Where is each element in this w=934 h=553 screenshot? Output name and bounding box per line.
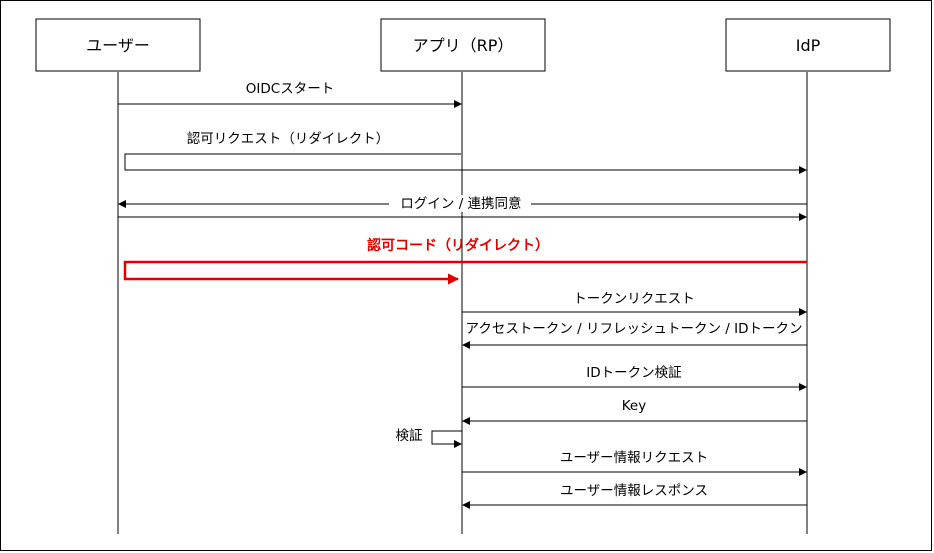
message-token-request-label: トークンリクエスト — [573, 291, 695, 307]
actor-idp: IdP — [725, 18, 891, 72]
message-auth-request-label: 認可リクエスト（リダイレクト） — [187, 131, 390, 147]
message-auth-request: 認可リクエスト（リダイレクト） — [124, 131, 807, 174]
message-auth-code-label: 認可コード（リダイレクト） — [367, 237, 549, 254]
message-id-token-verify-label: IDトークン検証 — [586, 365, 682, 381]
message-id-token-verify: IDトークン検証 — [462, 365, 807, 391]
message-token-request: トークンリクエスト — [462, 291, 807, 316]
message-self-verify: 検証 — [396, 428, 462, 448]
message-token-response-label: アクセストークン / リフレッシュトークン / IDトークン — [466, 321, 803, 337]
message-token-response: アクセストークン / リフレッシュトークン / IDトークン — [462, 321, 807, 349]
message-userinfo-response-label: ユーザー情報レスポンス — [560, 483, 708, 499]
actor-app-label: アプリ（RP） — [413, 36, 514, 55]
message-key: Key — [462, 398, 807, 425]
message-userinfo-request: ユーザー情報リクエスト — [462, 450, 807, 476]
actor-idp-label: IdP — [796, 36, 821, 55]
actor-user-label: ユーザー — [86, 36, 150, 55]
message-oidc-start-label: OIDCスタート — [246, 81, 334, 97]
message-auth-code: 認可コード（リダイレクト） — [123, 237, 807, 285]
message-oidc-start: OIDCスタート — [118, 81, 462, 108]
message-userinfo-response: ユーザー情報レスポンス — [462, 483, 807, 509]
message-login-label: ログイン / 連携同意 — [400, 195, 521, 212]
actor-app: アプリ（RP） — [380, 18, 546, 72]
message-self-verify-label: 検証 — [396, 428, 423, 444]
message-key-label: Key — [622, 398, 646, 414]
message-login: ログイン / 連携同意 — [118, 195, 807, 221]
actor-user: ユーザー — [35, 18, 201, 72]
message-userinfo-request-label: ユーザー情報リクエスト — [560, 450, 708, 466]
